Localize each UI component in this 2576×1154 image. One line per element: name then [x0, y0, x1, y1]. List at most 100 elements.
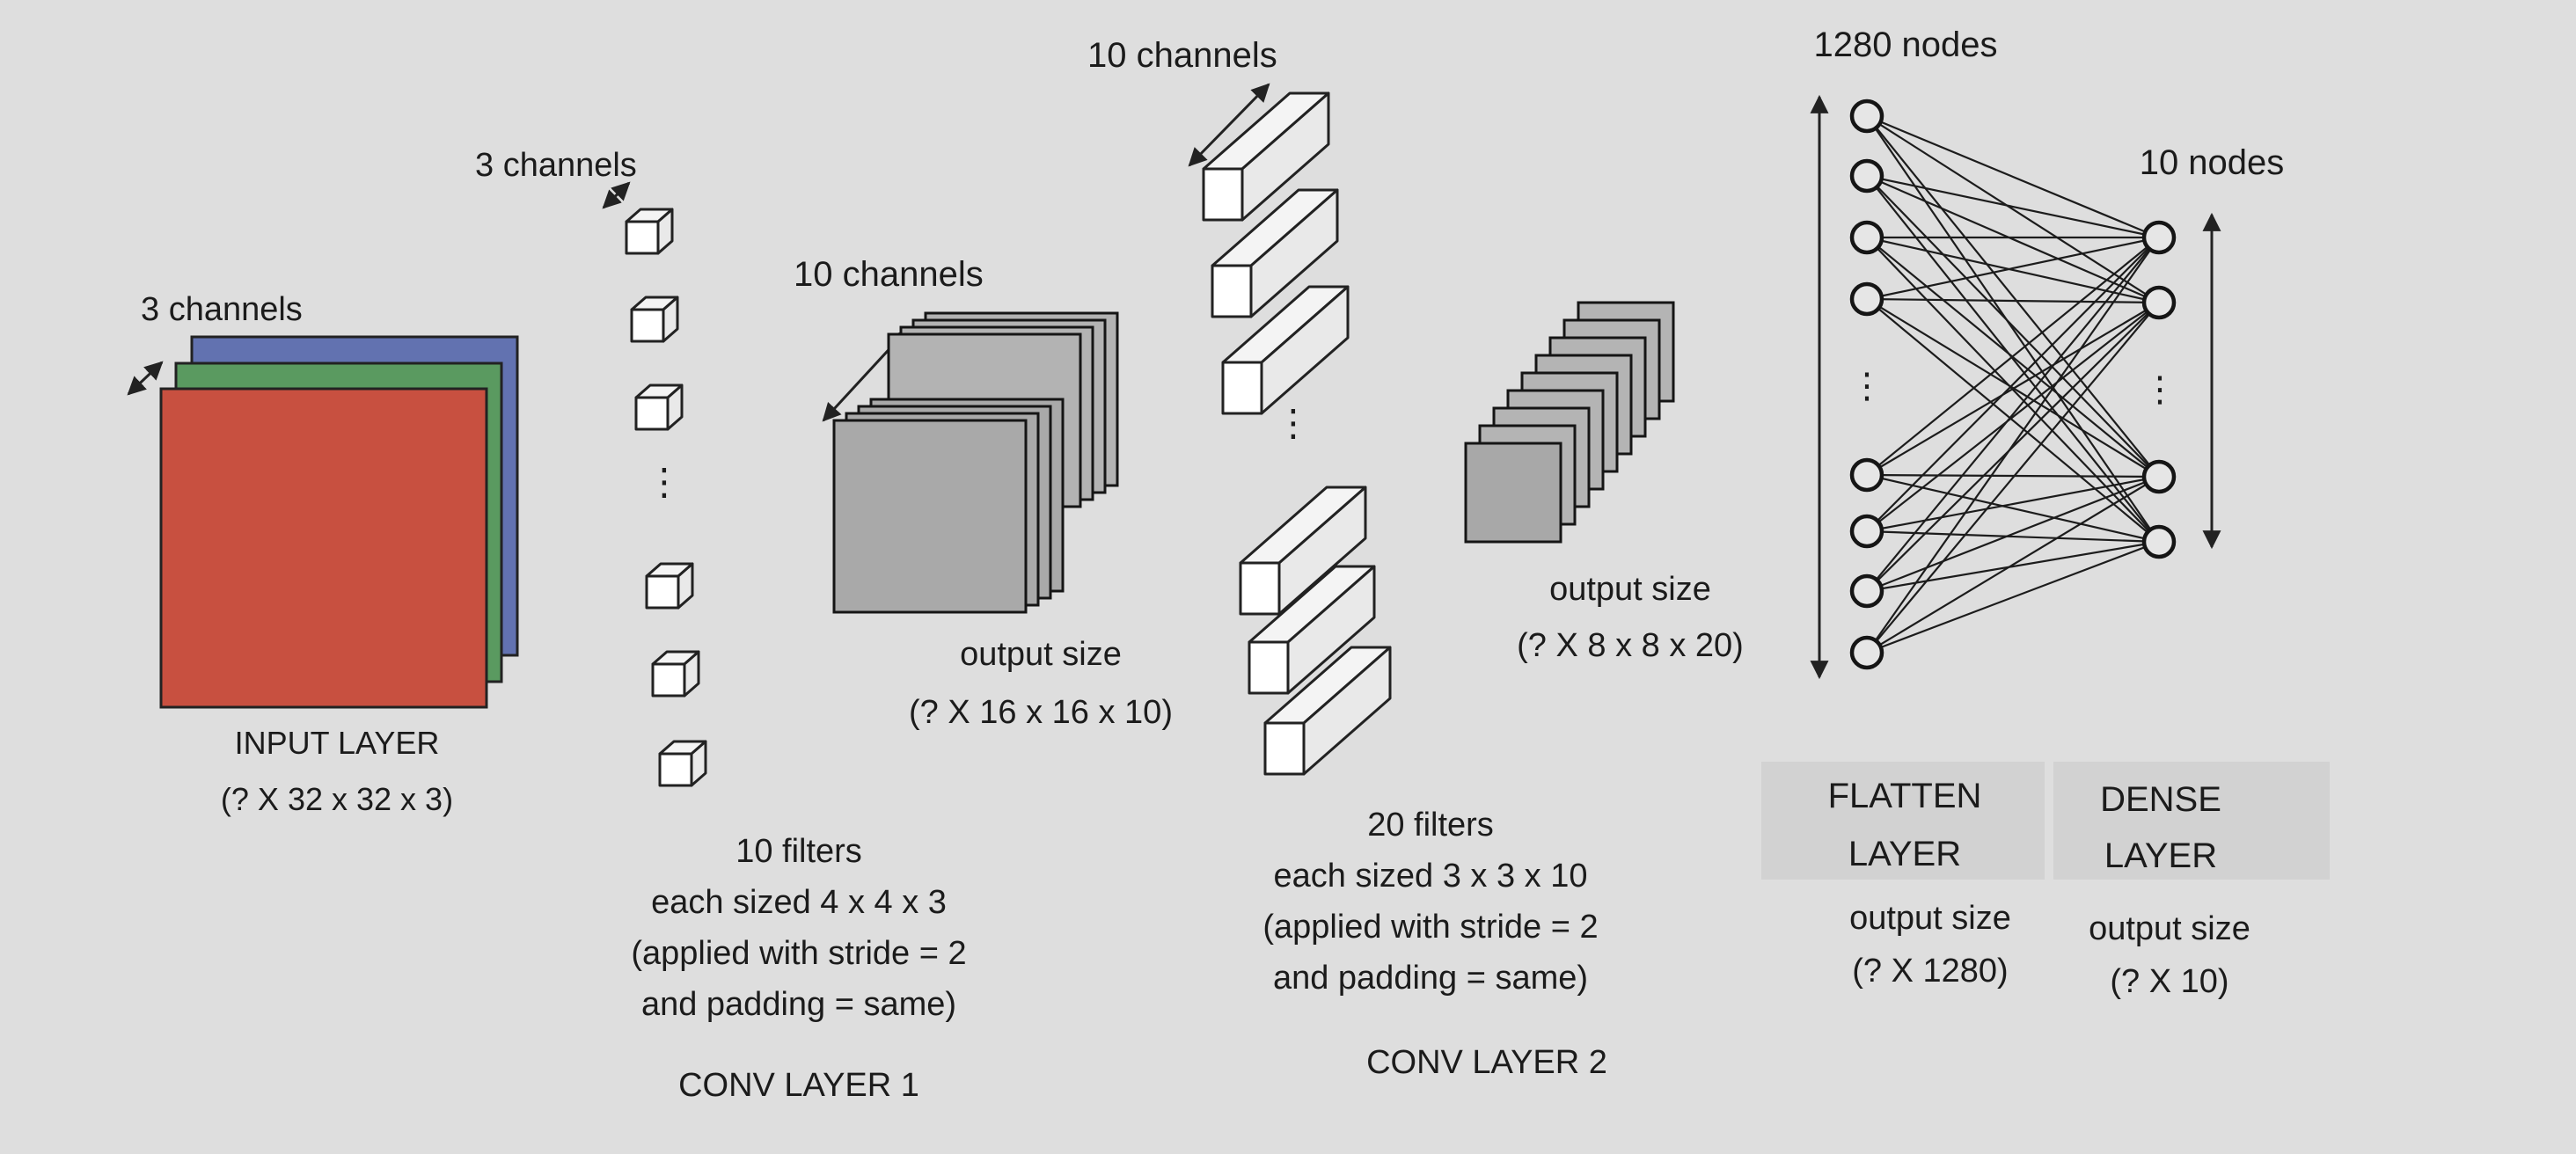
connection-line — [1866, 237, 2160, 654]
network-nodes — [1849, 99, 2177, 670]
connection-line — [1866, 302, 2160, 532]
conv2-filter-padding: and padding = same) — [1273, 960, 1588, 997]
conv2-feature-maps — [1464, 301, 1675, 544]
box-front-face — [630, 308, 665, 343]
connection-line — [1866, 302, 2160, 654]
conv2-layer-name: CONV LAYER 2 — [1366, 1044, 1607, 1081]
conv2-filter-box — [1263, 646, 1392, 776]
input-layer-name: INPUT LAYER — [235, 725, 440, 761]
conv1-filter-cube — [651, 650, 700, 698]
conv-layer-2: 10 channels ⋮ output size (? X 8 x 8 x 2… — [1087, 36, 1744, 1081]
box-front-face — [1263, 721, 1306, 776]
flatten-layer-name-line1: FLATTEN — [1828, 777, 1982, 815]
connection-line — [1866, 237, 2160, 532]
dense-node — [2141, 524, 2177, 559]
conv1-filter-channels-label: 3 channels — [475, 147, 637, 184]
conv1-front-stack — [832, 398, 1065, 614]
connection-line — [1866, 473, 2160, 478]
conv1-layer-name: CONV LAYER 1 — [678, 1067, 919, 1104]
flatten-node — [1849, 635, 1884, 670]
connection-line — [1866, 475, 2160, 593]
connection-line — [1866, 115, 2160, 478]
conv2-feature-map-sheet — [1464, 442, 1562, 544]
connection-line — [1866, 174, 2160, 239]
flatten-node — [1849, 158, 1884, 194]
flatten-label-box — [1761, 762, 2045, 880]
conv1-filter-stack — [625, 208, 707, 787]
dense-label-box — [2053, 762, 2330, 880]
dense-node — [2141, 220, 2177, 255]
conv1-filter-depth-arrow — [602, 181, 631, 209]
conv1-filter-cube — [625, 208, 674, 255]
connection-line — [1866, 114, 2160, 239]
box-front-face — [1211, 264, 1253, 318]
connection-line — [1866, 297, 2160, 304]
dense-node-ellipsis: ⋮ — [2142, 370, 2177, 409]
flatten-node — [1849, 99, 1884, 134]
connection-line — [1866, 175, 2160, 478]
flatten-layer-name-line2: LAYER — [1848, 835, 1961, 873]
box-front-face — [651, 662, 686, 698]
dense-layer-name-line2: LAYER — [2104, 836, 2217, 875]
conv1-filter-stride: (applied with stride = 2 — [631, 935, 966, 972]
connection-line — [1866, 237, 2160, 476]
connection-line — [1866, 476, 2160, 654]
conv1-filter-padding: and padding = same) — [641, 986, 956, 1023]
input-layer: 3 channels INPUT LAYER (? X 32 x 32 x 3) — [127, 291, 519, 817]
conv2-output-shape: (? X 8 x 8 x 20) — [1517, 627, 1744, 664]
dense-node — [2141, 285, 2177, 320]
dense-node — [2141, 459, 2177, 494]
flatten-node — [1849, 457, 1884, 493]
flatten-output-shape: (? X 1280) — [1852, 953, 2008, 990]
flatten-node — [1849, 573, 1884, 609]
box-front-face — [634, 396, 670, 431]
box-front-face — [1239, 561, 1281, 616]
box-front-face — [1202, 167, 1244, 222]
connection-line — [1866, 302, 2160, 476]
dense-connections — [1866, 114, 2160, 654]
dense-output-shape: (? X 10) — [2110, 963, 2228, 1000]
dense-network: 1280 nodes 10 nodes ⋮ ⋮ FLATTEN LAYER DE… — [1761, 26, 2330, 1000]
conv1-filter-count: 10 filters — [735, 833, 862, 870]
conv-layer-1: 3 channels ⋮ 10 channels output size (? … — [475, 147, 1173, 1104]
conv2-filter-box — [1211, 188, 1339, 318]
input-depth-arrow — [127, 361, 164, 396]
conv2-filter-box — [1248, 565, 1376, 695]
box-front-face — [625, 220, 660, 255]
conv2-filter-depth-arrow — [1188, 83, 1270, 167]
conv1-output-shape: (? X 16 x 16 x 10) — [909, 694, 1173, 731]
connection-line — [1866, 236, 2160, 301]
conv1-output-channels-label: 10 channels — [794, 255, 984, 294]
flatten-nodes-label: 1280 nodes — [1813, 26, 1997, 64]
conv2-filter-stack — [1202, 91, 1392, 776]
box-front-face — [1221, 361, 1263, 415]
flatten-node-ellipsis: ⋮ — [1849, 367, 1884, 405]
flatten-node — [1849, 281, 1884, 317]
conv1-feature-maps — [832, 311, 1119, 614]
input-channel-red — [159, 387, 488, 709]
input-channels-label: 3 channels — [141, 291, 303, 328]
conv1-filter-cube — [658, 740, 707, 787]
conv2-output-label: output size — [1549, 571, 1711, 608]
dense-output-label: output size — [2089, 910, 2250, 947]
box-front-face — [1248, 640, 1290, 695]
connection-line — [1866, 174, 2160, 304]
conv2-filter-count: 20 filters — [1367, 807, 1494, 844]
box-front-face — [645, 574, 680, 610]
conv2-filter-box — [1239, 486, 1367, 616]
conv2-filter-size: each sized 3 x 3 x 10 — [1274, 858, 1588, 895]
conv1-filter-ellipsis: ⋮ — [646, 461, 683, 502]
conv2-filter-ellipsis: ⋮ — [1275, 402, 1312, 443]
connection-line — [1866, 236, 2160, 304]
connection-line — [1866, 115, 2160, 303]
dense-nodes-label: 10 nodes — [2140, 143, 2285, 182]
connection-line — [1866, 473, 2160, 544]
connection-line — [1866, 237, 2160, 592]
flatten-node — [1849, 514, 1884, 549]
dense-layer-name-line1: DENSE — [2100, 780, 2221, 819]
conv1-filter-cube — [630, 296, 679, 343]
conv2-filter-box — [1202, 91, 1330, 222]
conv1-filter-cube — [645, 562, 694, 610]
